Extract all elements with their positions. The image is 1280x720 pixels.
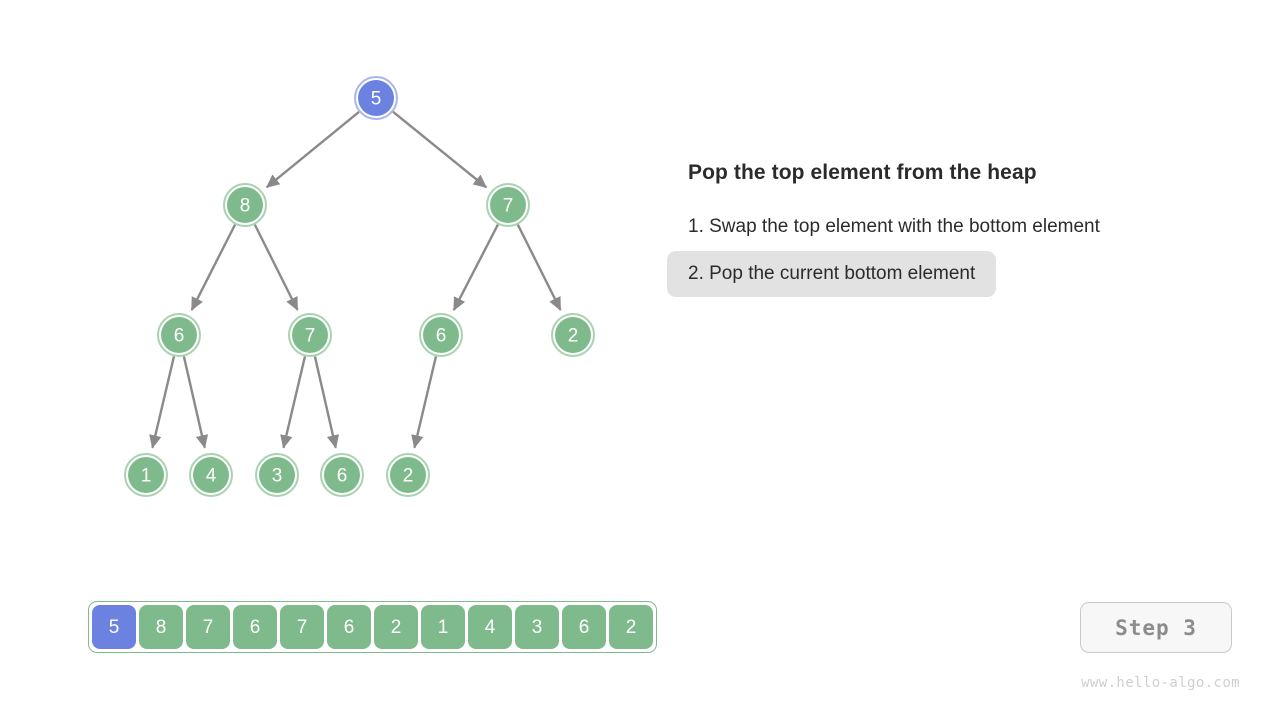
array-cell-11: 2 [609,605,653,649]
array-cell-7: 1 [421,605,465,649]
tree-node: 7 [288,313,332,357]
node-ring [320,453,364,497]
tree-node: 7 [486,183,530,227]
tree-node: 8 [223,183,267,227]
node-value: 6 [174,326,185,347]
node-fill [193,457,229,493]
node-fill [324,457,360,493]
array-cell-5: 6 [327,605,371,649]
node-value: 7 [305,326,316,347]
array-cell-10: 6 [562,605,606,649]
page-title: Pop the top element from the heap [688,161,1037,184]
node-ring [551,313,595,357]
node-fill [423,317,459,353]
array-cell-4: 7 [280,605,324,649]
tree-edge [280,356,307,449]
tree-edge [265,110,360,189]
tree-node: 6 [320,453,364,497]
array-cell-8: 4 [468,605,512,649]
array-cell-9: 3 [515,605,559,649]
node-fill [259,457,295,493]
node-value: 3 [272,466,283,487]
node-value: 8 [240,196,251,217]
tree-edge [182,356,209,449]
node-ring [486,183,530,227]
node-ring [354,76,398,120]
node-ring [124,453,168,497]
node-fill [358,80,394,116]
tree-edge [190,224,237,311]
node-fill [227,187,263,223]
array-cell-1: 8 [139,605,183,649]
node-ring [419,313,463,357]
tree-node: 2 [551,313,595,357]
node-ring [386,453,430,497]
tree-edge [253,224,299,311]
tree-edge [452,224,499,311]
node-ring [189,453,233,497]
node-value: 2 [568,326,579,347]
node-fill [390,457,426,493]
node-fill [161,317,197,353]
tree-edge [149,356,176,449]
node-ring [157,313,201,357]
tree-edge [392,110,488,189]
tree-node: 5 [354,76,398,120]
tree-edge [411,356,438,449]
array-cell-2: 7 [186,605,230,649]
tree-node: 2 [386,453,430,497]
node-value: 1 [141,466,152,487]
step-item-1: 1. Swap the top element with the bottom … [688,216,1100,238]
step-list: 1. Swap the top element with the bottom … [667,211,1248,305]
tree-node: 6 [157,313,201,357]
tree-edge [313,356,340,449]
binary-heap-tree: 5 8 7 6 7 6 2 1 4 3 6 2 [124,76,595,497]
array-cell-0: 5 [92,605,136,649]
node-value: 5 [371,89,382,110]
tree-node: 3 [255,453,299,497]
instruction-panel: Pop the top element from the heap 1. Swa… [667,160,1248,305]
node-ring [255,453,299,497]
tree-node: 1 [124,453,168,497]
tree-node-layer: 5 8 7 6 7 6 2 1 4 3 6 2 [124,76,595,497]
node-value: 6 [337,466,348,487]
node-value: 4 [206,466,217,487]
node-ring [288,313,332,357]
tree-node: 6 [419,313,463,357]
node-value: 6 [436,326,447,347]
tree-edge [516,224,562,311]
status-badge: Step 3 [1080,602,1232,653]
array-cell-6: 2 [374,605,418,649]
node-fill [555,317,591,353]
watermark: www.hello-algo.com [1081,675,1240,691]
node-fill [128,457,164,493]
node-fill [490,187,526,223]
node-fill [292,317,328,353]
tree-node: 4 [189,453,233,497]
step-item-2: 2. Pop the current bottom element [667,250,997,297]
node-value: 2 [403,466,414,487]
tree-edge-layer [149,110,562,449]
node-ring [223,183,267,227]
node-value: 7 [503,196,514,217]
array-cell-3: 6 [233,605,277,649]
